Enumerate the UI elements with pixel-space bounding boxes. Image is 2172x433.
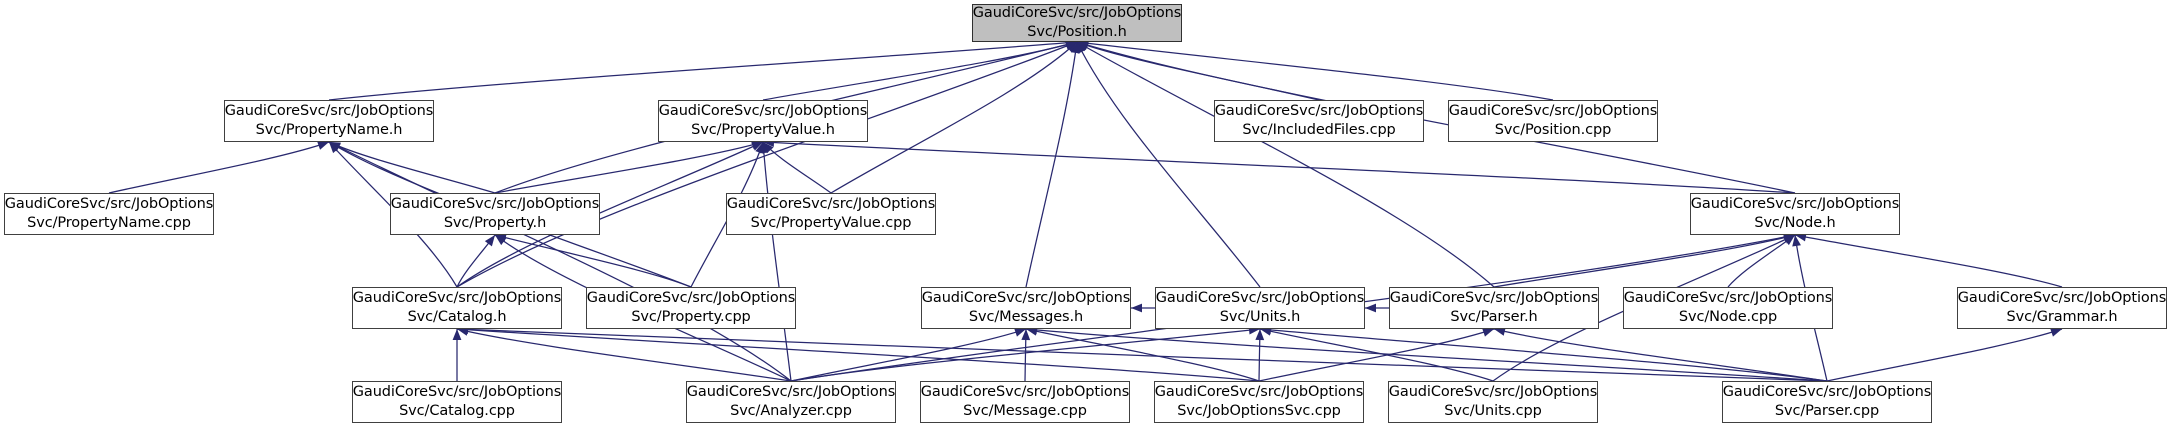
graph-node-label: GaudiCoreSvc/src/JobOptions Svc/Position… <box>1448 102 1658 138</box>
graph-node-propertyvalue-cpp[interactable]: GaudiCoreSvc/src/JobOptions Svc/Property… <box>726 193 936 235</box>
graph-node-includedfiles-cpp[interactable]: GaudiCoreSvc/src/JobOptions Svc/Included… <box>1214 100 1424 142</box>
graph-node-propertyname-h[interactable]: GaudiCoreSvc/src/JobOptions Svc/Property… <box>224 100 434 142</box>
graph-node-propertyname-cpp[interactable]: GaudiCoreSvc/src/JobOptions Svc/Property… <box>4 193 214 235</box>
graph-node-catalog-cpp[interactable]: GaudiCoreSvc/src/JobOptions Svc/Catalog.… <box>352 381 562 423</box>
graph-node-analyzer-cpp[interactable]: GaudiCoreSvc/src/JobOptions Svc/Analyzer… <box>686 381 896 423</box>
graph-node-units-h[interactable]: GaudiCoreSvc/src/JobOptions Svc/Units.h <box>1155 287 1365 329</box>
graph-node-label: GaudiCoreSvc/src/JobOptions Svc/Message.… <box>920 383 1130 419</box>
graph-node-label: GaudiCoreSvc/src/JobOptions Svc/Node.cpp <box>1623 289 1833 325</box>
graph-node-label: GaudiCoreSvc/src/JobOptions Svc/Property… <box>726 195 936 231</box>
graph-node-grammar-h[interactable]: GaudiCoreSvc/src/JobOptions Svc/Grammar.… <box>1957 287 2167 329</box>
graph-node-label: GaudiCoreSvc/src/JobOptions Svc/Property… <box>390 195 600 231</box>
graph-node-catalog-h[interactable]: GaudiCoreSvc/src/JobOptions Svc/Catalog.… <box>352 287 562 329</box>
graph-node-position-h[interactable]: GaudiCoreSvc/src/JobOptions Svc/Position… <box>972 4 1182 42</box>
graph-node-joboptionssvc-cpp[interactable]: GaudiCoreSvc/src/JobOptions Svc/JobOptio… <box>1154 381 1364 423</box>
graph-node-label: GaudiCoreSvc/src/JobOptions Svc/Units.cp… <box>1388 383 1598 419</box>
graph-node-label: GaudiCoreSvc/src/JobOptions Svc/Position… <box>972 4 1182 40</box>
graph-node-messages-h[interactable]: GaudiCoreSvc/src/JobOptions Svc/Messages… <box>921 287 1131 329</box>
graph-node-label: GaudiCoreSvc/src/JobOptions Svc/Catalog.… <box>352 383 562 419</box>
graph-node-label: GaudiCoreSvc/src/JobOptions Svc/Grammar.… <box>1957 289 2167 325</box>
graph-node-parser-h[interactable]: GaudiCoreSvc/src/JobOptions Svc/Parser.h <box>1389 287 1599 329</box>
graph-node-node-h[interactable]: GaudiCoreSvc/src/JobOptions Svc/Node.h <box>1690 193 1900 235</box>
graph-node-label: GaudiCoreSvc/src/JobOptions Svc/Catalog.… <box>352 289 562 325</box>
graph-node-label: GaudiCoreSvc/src/JobOptions Svc/Property… <box>586 289 796 325</box>
graph-node-label: GaudiCoreSvc/src/JobOptions Svc/Messages… <box>921 289 1131 325</box>
graph-node-label: GaudiCoreSvc/src/JobOptions Svc/Property… <box>4 195 214 231</box>
graph-node-label: GaudiCoreSvc/src/JobOptions Svc/JobOptio… <box>1154 383 1364 419</box>
graph-node-label: GaudiCoreSvc/src/JobOptions Svc/Included… <box>1214 102 1424 138</box>
graph-node-label: GaudiCoreSvc/src/JobOptions Svc/Parser.c… <box>1722 383 1932 419</box>
graph-node-label: GaudiCoreSvc/src/JobOptions Svc/Parser.h <box>1389 289 1599 325</box>
graph-node-label: GaudiCoreSvc/src/JobOptions Svc/Analyzer… <box>686 383 896 419</box>
graph-node-node-cpp[interactable]: GaudiCoreSvc/src/JobOptions Svc/Node.cpp <box>1623 287 1833 329</box>
graph-node-message-cpp[interactable]: GaudiCoreSvc/src/JobOptions Svc/Message.… <box>920 381 1130 423</box>
graph-node-label: GaudiCoreSvc/src/JobOptions Svc/Property… <box>658 102 868 138</box>
graph-node-label: GaudiCoreSvc/src/JobOptions Svc/Node.h <box>1690 195 1900 231</box>
graph-node-units-cpp[interactable]: GaudiCoreSvc/src/JobOptions Svc/Units.cp… <box>1388 381 1598 423</box>
graph-node-property-h[interactable]: GaudiCoreSvc/src/JobOptions Svc/Property… <box>390 193 600 235</box>
graph-node-parser-cpp[interactable]: GaudiCoreSvc/src/JobOptions Svc/Parser.c… <box>1722 381 1932 423</box>
graph-node-property-cpp[interactable]: GaudiCoreSvc/src/JobOptions Svc/Property… <box>586 287 796 329</box>
graph-node-propertyvalue-h[interactable]: GaudiCoreSvc/src/JobOptions Svc/Property… <box>658 100 868 142</box>
graph-node-position-cpp[interactable]: GaudiCoreSvc/src/JobOptions Svc/Position… <box>1448 100 1658 142</box>
graph-node-label: GaudiCoreSvc/src/JobOptions Svc/Units.h <box>1155 289 1365 325</box>
graph-node-label: GaudiCoreSvc/src/JobOptions Svc/Property… <box>224 102 434 138</box>
